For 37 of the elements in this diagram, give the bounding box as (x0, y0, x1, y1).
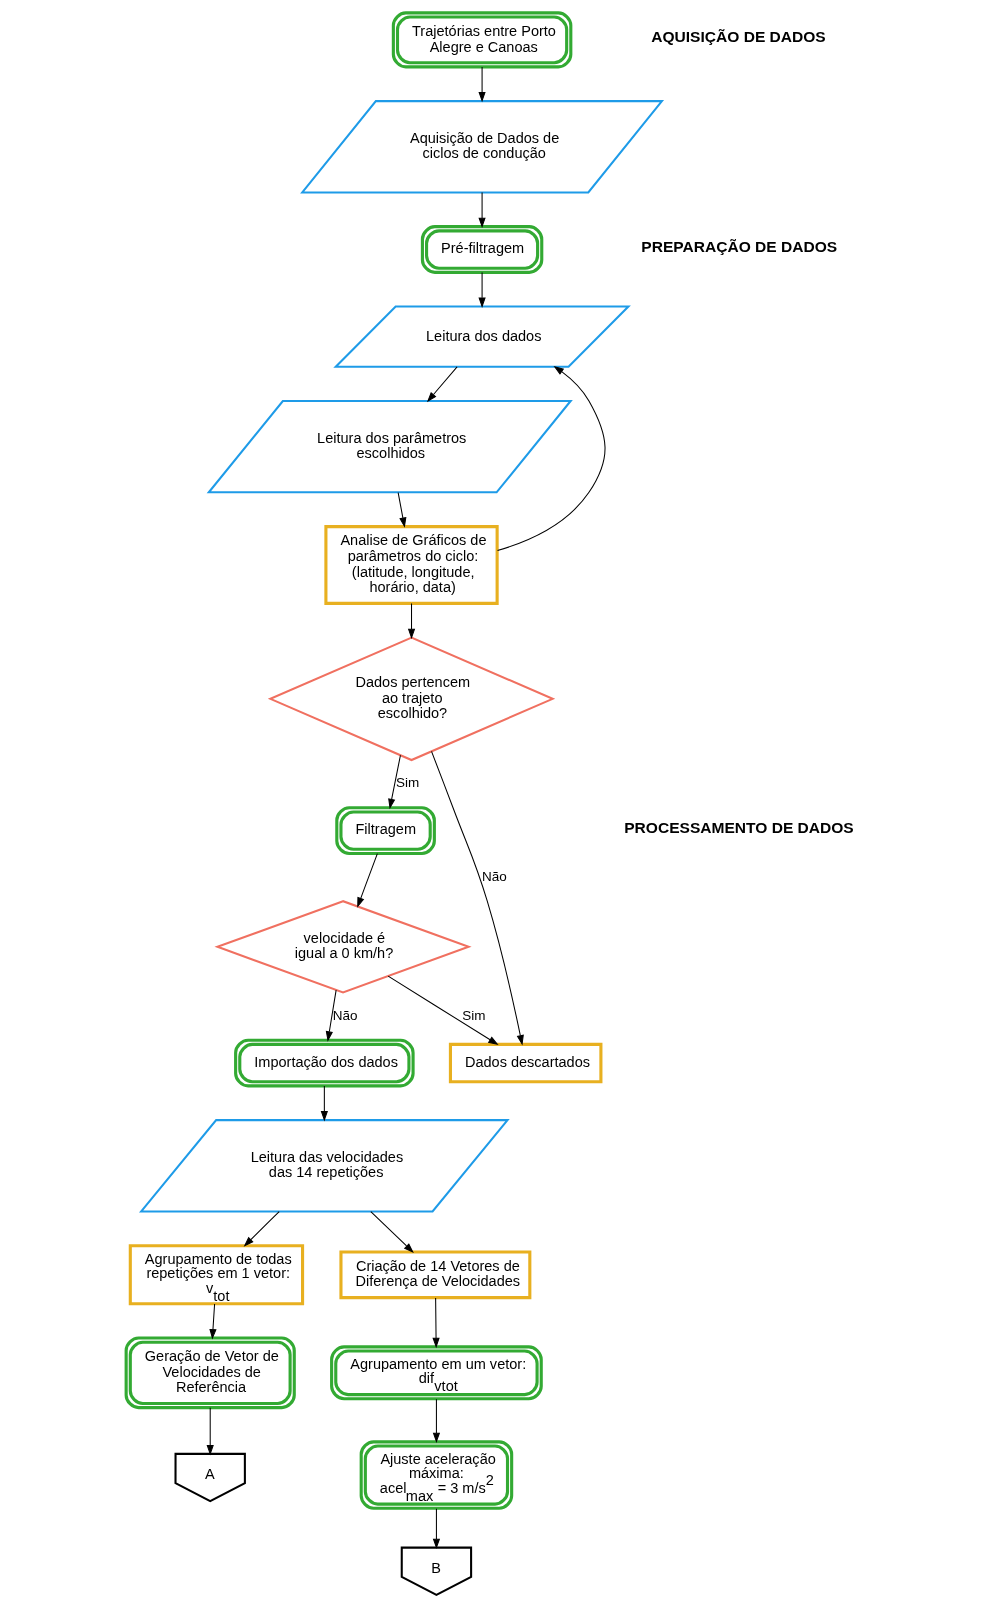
label: PROCESSAMENTO DE DADOS (623, 819, 854, 837)
arrow (356, 853, 378, 908)
arrow (431, 1297, 440, 1349)
arrow (477, 66, 486, 103)
arrow (430, 750, 524, 1046)
node-box: Pré-filtragem (420, 225, 543, 274)
node-box: Dados descartados (448, 1042, 602, 1084)
arrow (320, 1085, 328, 1122)
arrow (208, 1303, 217, 1340)
label: PREPARAÇÃO DE DADOS (640, 238, 837, 256)
node-diamond: velocidade é igual a 0 km/h? (213, 900, 472, 994)
node-box: Geração de Vetor de Velocidades de Referência (124, 1336, 296, 1410)
edge-label: Não (481, 868, 507, 884)
node-box: Importação dos dados (233, 1038, 415, 1088)
arrow (477, 192, 486, 229)
edge-label: Não (332, 1007, 357, 1023)
arrow (387, 754, 401, 810)
arrow (369, 1211, 414, 1253)
edge-label: Sim (395, 775, 419, 791)
node-diamond: Dados pertencem ao trajeto escolhido? (267, 636, 555, 762)
arrow (387, 975, 499, 1046)
arrow (206, 1407, 214, 1456)
arrow (432, 1508, 440, 1550)
arrow (477, 271, 486, 308)
arrow (426, 366, 458, 403)
arrow (325, 989, 337, 1042)
arrow (432, 1398, 440, 1444)
arrow (496, 365, 606, 552)
label: AQUISIÇÃO DE DADOS (650, 28, 826, 46)
node-box: Criação de 14 Vetores de Diferença de Velocidades (338, 1250, 531, 1300)
node-box: Trajetórias entre Porto Alegre e Canoas (391, 11, 572, 69)
node-box: Filtragem (334, 806, 436, 855)
arrow (243, 1211, 280, 1247)
arrow (407, 602, 415, 640)
arrow (397, 492, 406, 528)
node-box: Analise de Gráficos de parâmetros do ciclo: (latitude, longitude, horário, data) (323, 525, 499, 605)
edge-label: Sim (461, 1007, 486, 1023)
